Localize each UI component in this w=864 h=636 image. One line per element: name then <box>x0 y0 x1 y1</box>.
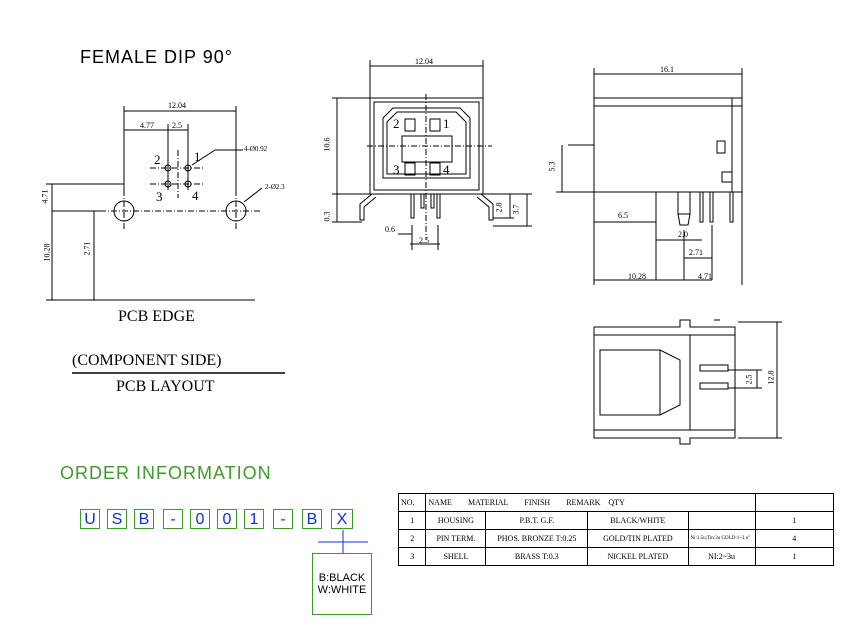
front-view-drawing <box>332 60 532 250</box>
pcb-pin-3: 3 <box>156 189 163 204</box>
bom-cell: SHELL <box>425 547 487 566</box>
side-dim-1028: 10.28 <box>628 272 646 281</box>
front-dim-28: 2.8 <box>494 202 504 213</box>
bom-header-material: MATERIAL <box>467 498 509 507</box>
side-dim-53: 5.3 <box>547 161 557 172</box>
bom-cell: NICKEL PLATED <box>587 547 689 566</box>
side-view-drawing <box>556 68 743 285</box>
bom-cell: Ni:1.5u;Tin:3u GOLD:1~3 u" <box>687 529 756 548</box>
pcb-pin-1: 1 <box>194 149 201 164</box>
bom-header-qty: QTY <box>608 498 625 507</box>
order-code-char: 0 <box>217 509 237 529</box>
pcb-dim-1028: 10.28 <box>42 243 52 262</box>
order-information-title: ORDER INFORMATION <box>60 463 272 483</box>
pcb-hole-large-label: 2-Ø2.3 <box>265 183 285 191</box>
bom-header-no: NO. <box>397 493 427 512</box>
bom-cell: PHOS. BRONZE T:0.25 <box>485 529 589 548</box>
bom-cell <box>687 511 756 530</box>
order-code-char: - <box>163 509 183 529</box>
bom-cell: HOUSING <box>425 511 487 530</box>
bom-header-row: NO. NAME MATERIAL FINISH REMARK QTY <box>397 493 835 512</box>
bottom-dim-25: 2.5 <box>744 374 754 385</box>
bom-cell: 4 <box>754 529 835 548</box>
color-legend-box: B:BLACK W:WHITE <box>312 553 372 615</box>
front-pin-2: 2 <box>393 116 400 131</box>
pcb-dim-total-width: 12.04 <box>168 101 186 110</box>
legend-black: B:BLACK <box>318 572 366 584</box>
bom-cell: 2 <box>397 529 427 548</box>
bom-cell: NI:2~3u <box>687 547 756 566</box>
pcb-pin-2: 2 <box>154 152 161 167</box>
front-dim-03: 0.3 <box>322 211 332 222</box>
side-dim-65: 6.5 <box>618 211 628 220</box>
bom-cell: 1 <box>754 547 835 566</box>
bottom-dim-128: 12.8 <box>766 370 776 385</box>
side-dim-271: 2.71 <box>689 248 703 257</box>
order-code-char: U <box>80 509 100 529</box>
front-pin-1: 1 <box>443 116 450 131</box>
legend-white: W:WHITE <box>317 584 367 596</box>
bom-cell: 1 <box>754 511 835 530</box>
bom-cell: 3 <box>397 547 427 566</box>
side-dim-471: 4.71 <box>698 272 712 281</box>
side-dim-length: 16.1 <box>660 65 674 74</box>
bom-row: 1 HOUSING P.B.T. G.F. BLACK/WHITE 1 <box>397 511 835 530</box>
pcb-pin-4: 4 <box>192 188 199 203</box>
bom-cell: BRASS T:0.3 <box>485 547 589 566</box>
order-code-char: 1 <box>244 509 264 529</box>
order-code-char-variable: X <box>331 509 353 529</box>
bom-header-remark: REMARK <box>566 498 601 507</box>
order-code-char: 0 <box>190 509 210 529</box>
order-code-char: - <box>273 509 293 529</box>
bom-header-name: NAME <box>428 498 452 507</box>
front-dim-height: 10.6 <box>322 137 332 152</box>
bom-header-finish: FINISH <box>524 498 551 507</box>
side-dim-20: 2.0 <box>678 230 688 239</box>
bom-cell: GOLD/TIN PLATED <box>587 529 689 548</box>
bom-cell: P.B.T. G.F. <box>485 511 589 530</box>
front-dim-37: 3.7 <box>511 204 521 215</box>
pcb-hole-small-label: 4-Ø0.92 <box>244 145 268 153</box>
pcb-layout-label: PCB LAYOUT <box>116 378 215 395</box>
pcb-layout-drawing <box>46 106 285 374</box>
drawing-title: FEMALE DIP 90° <box>80 47 233 67</box>
front-dim-06: 0.6 <box>385 225 395 234</box>
bom-row: 3 SHELL BRASS T:0.3 NICKEL PLATED NI:2~3… <box>397 547 835 566</box>
component-side-label: (COMPONENT SIDE) <box>72 352 222 369</box>
pcb-dim-25: 2.5 <box>172 121 182 130</box>
bottom-view-drawing <box>593 319 782 445</box>
bom-cell: PIN TERM. <box>425 529 487 548</box>
front-dim-25: 2.5 <box>419 236 429 245</box>
bom-header-empty <box>754 493 835 512</box>
bom-cell: BLACK/WHITE <box>587 511 689 530</box>
bom-cell: 1 <box>397 511 427 530</box>
front-pin-3: 3 <box>393 162 400 177</box>
bom-row: 2 PIN TERM. PHOS. BRONZE T:0.25 GOLD/TIN… <box>397 529 835 548</box>
pcb-dim-477: 4.77 <box>140 121 154 130</box>
bill-of-materials-table: NO. NAME MATERIAL FINISH REMARK QTY 1 HO… <box>397 493 835 566</box>
bom-header-labels: NAME MATERIAL FINISH REMARK QTY <box>425 493 756 512</box>
order-code-char: B <box>302 509 322 529</box>
pcb-dim-471: 4.71 <box>40 189 50 204</box>
order-code-char: S <box>107 509 127 529</box>
front-dim-width: 12.04 <box>415 57 433 66</box>
pcb-dim-271: 2.71 <box>82 241 92 256</box>
pcb-edge-label: PCB EDGE <box>118 308 195 325</box>
front-pin-4: 4 <box>443 162 450 177</box>
order-code-char: B <box>134 509 154 529</box>
